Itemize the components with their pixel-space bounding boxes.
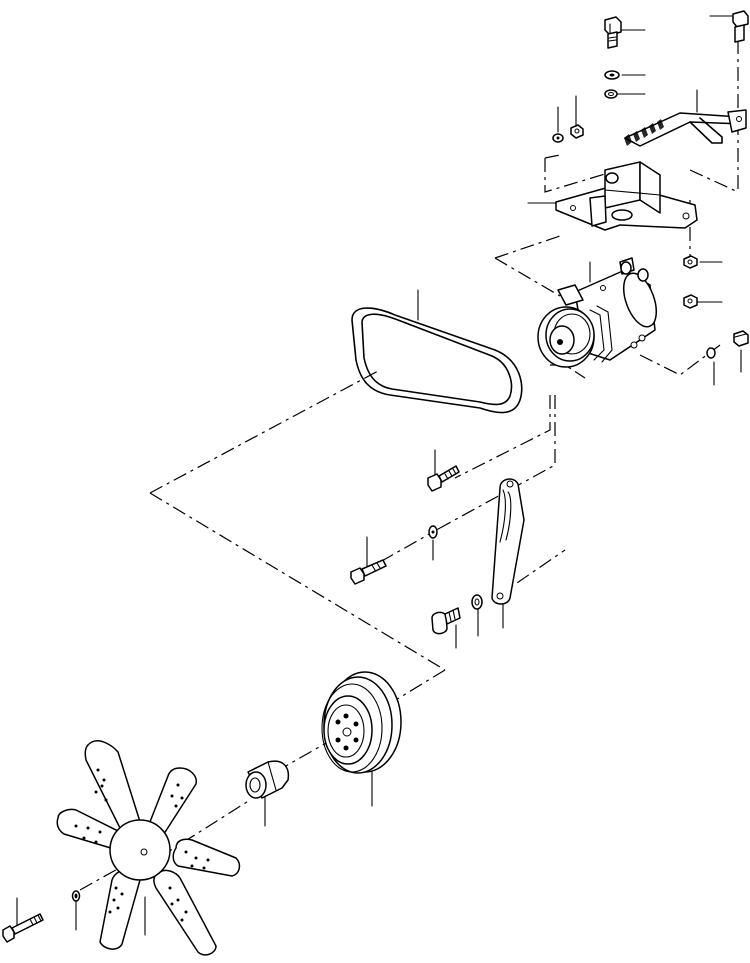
bracket-nut-right-lower [683, 294, 698, 309]
fan-bolt [2, 913, 44, 943]
bracket-nut-left [570, 124, 584, 139]
brace-bolt [350, 559, 387, 585]
tension-rod-bolt [732, 10, 749, 43]
brace-strap [491, 478, 525, 605]
bracket-nut-right-upper [683, 255, 698, 269]
strap-washer [471, 594, 483, 610]
cooling-fan [56, 740, 241, 956]
flat-washer-top [604, 89, 618, 99]
brace-washer [428, 525, 438, 539]
compressor-mounting-bracket [555, 161, 698, 231]
drive-belt [351, 307, 523, 414]
bracket-washer-left [552, 133, 564, 143]
adjusting-rod [624, 109, 747, 147]
pivot-bolt [427, 465, 460, 492]
fan-lock-washer [71, 890, 81, 902]
crankshaft-pulley [321, 671, 402, 774]
compressor-bolt [733, 330, 749, 347]
fan-spacer [245, 760, 290, 799]
bracket-bolt-top [604, 16, 622, 49]
strap-bolt [431, 607, 461, 635]
lock-washer-top [604, 70, 620, 80]
compressor-washer [706, 347, 716, 359]
ac-compressor [537, 257, 658, 368]
